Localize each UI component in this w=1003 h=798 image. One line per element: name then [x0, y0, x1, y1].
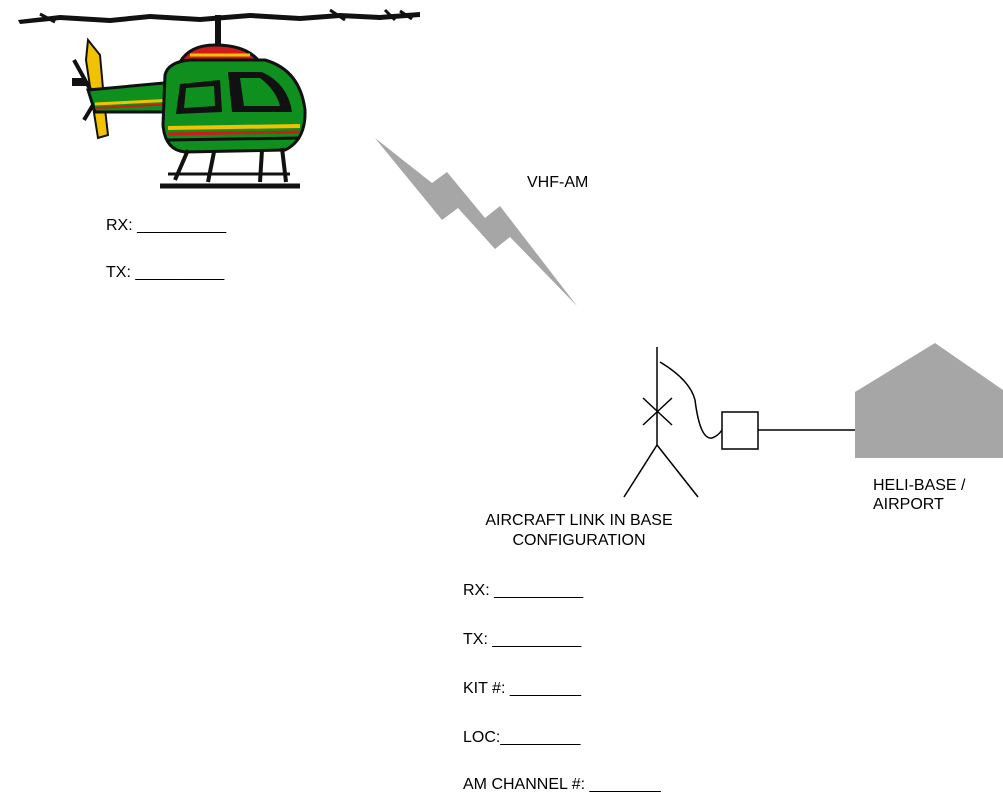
lightning-bolt-icon: [375, 138, 577, 306]
base-tx-field: TX: __________: [463, 631, 582, 648]
heli-base-label-line1: HELI-BASE /: [873, 477, 966, 494]
base-rx-field: RX: __________: [463, 582, 584, 599]
heli-base-label-line2: AIRPORT: [873, 496, 944, 513]
antenna-icon: [623, 347, 723, 498]
helicopter-icon: [18, 8, 420, 189]
base-am-channel-field: AM CHANNEL #: ________: [463, 776, 661, 793]
base-config-caption-line2: CONFIGURATION: [512, 532, 646, 549]
base-loc-field: LOC:_________: [463, 729, 581, 746]
aircraft-rx-field: RX: __________: [106, 217, 227, 234]
link-label: VHF-AM: [527, 174, 589, 191]
building-icon: [855, 343, 1003, 458]
aircraft-tx-field: TX: __________: [106, 264, 225, 281]
base-kit-field: KIT #: ________: [463, 680, 582, 697]
radio-box-icon: [721, 411, 759, 450]
base-config-caption-line1: AIRCRAFT LINK IN BASE: [485, 512, 673, 529]
